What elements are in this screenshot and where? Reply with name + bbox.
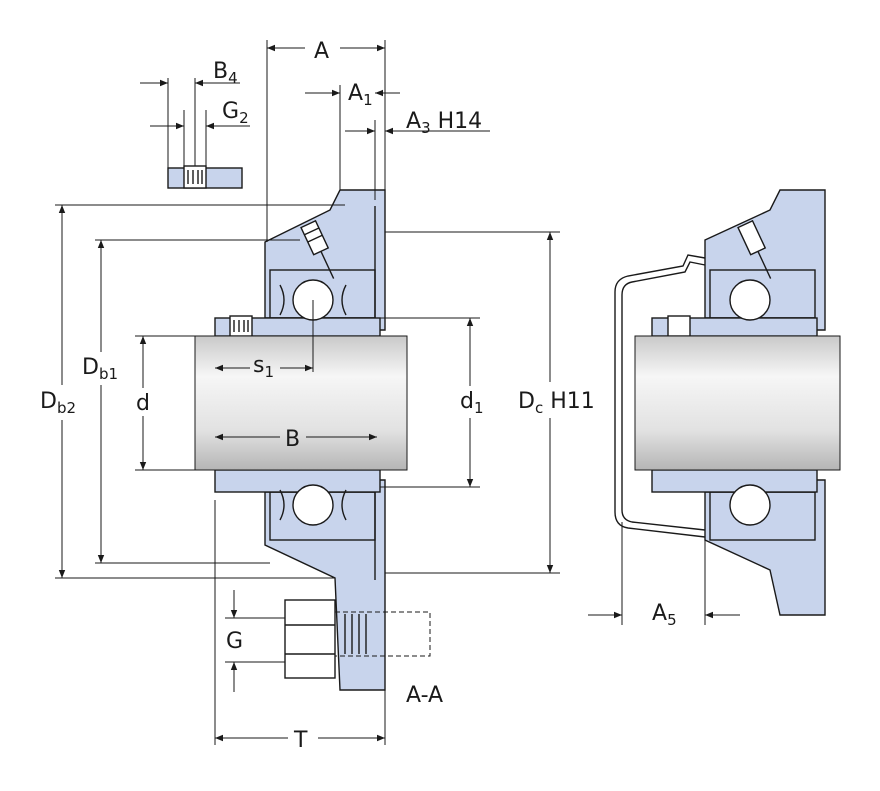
label-d: d [136,391,150,416]
label-Db1: Db1 [82,355,118,383]
label-G: G [226,629,243,654]
grease-nipple-right [737,219,772,279]
end-cover [621,261,706,531]
label-G2: G2 [222,99,249,127]
label-A1: A1 [348,81,373,109]
ball-right-lower [729,484,771,526]
set-screw-detail [167,165,243,189]
set-screw-thread [233,320,249,332]
mounting-bolt [284,599,431,679]
ball-lower [292,484,334,526]
label-T: T [293,728,308,753]
label-B4: B4 [213,59,238,87]
grease-nipple [300,219,335,279]
set-screw-right [667,315,691,337]
right-section-view [614,189,841,616]
inner-ring-lower [214,469,381,493]
label-section-A-A: A-A [406,683,443,708]
dimension-labels: A A1 A3 H14 B4 G2 Db2 Db1 d s1 B d1 Dc H… [40,39,677,753]
seals-lower [279,489,347,521]
label-A: A [314,39,329,64]
dimension-lines [55,40,740,745]
label-A5: A5 [652,601,677,629]
shaft-right [634,335,841,471]
label-Dc: Dc H11 [518,389,595,417]
seals-upper [279,284,347,316]
label-s1: s1 [253,353,274,381]
label-Db2: Db2 [40,389,76,417]
label-d1: d1 [460,389,484,417]
ball-right-upper [729,279,771,321]
label-B: B [285,427,300,452]
inner-ring-right-lower [651,469,818,493]
label-A3: A3 H14 [406,109,482,137]
left-section-view [167,165,431,691]
shaft [194,335,408,471]
